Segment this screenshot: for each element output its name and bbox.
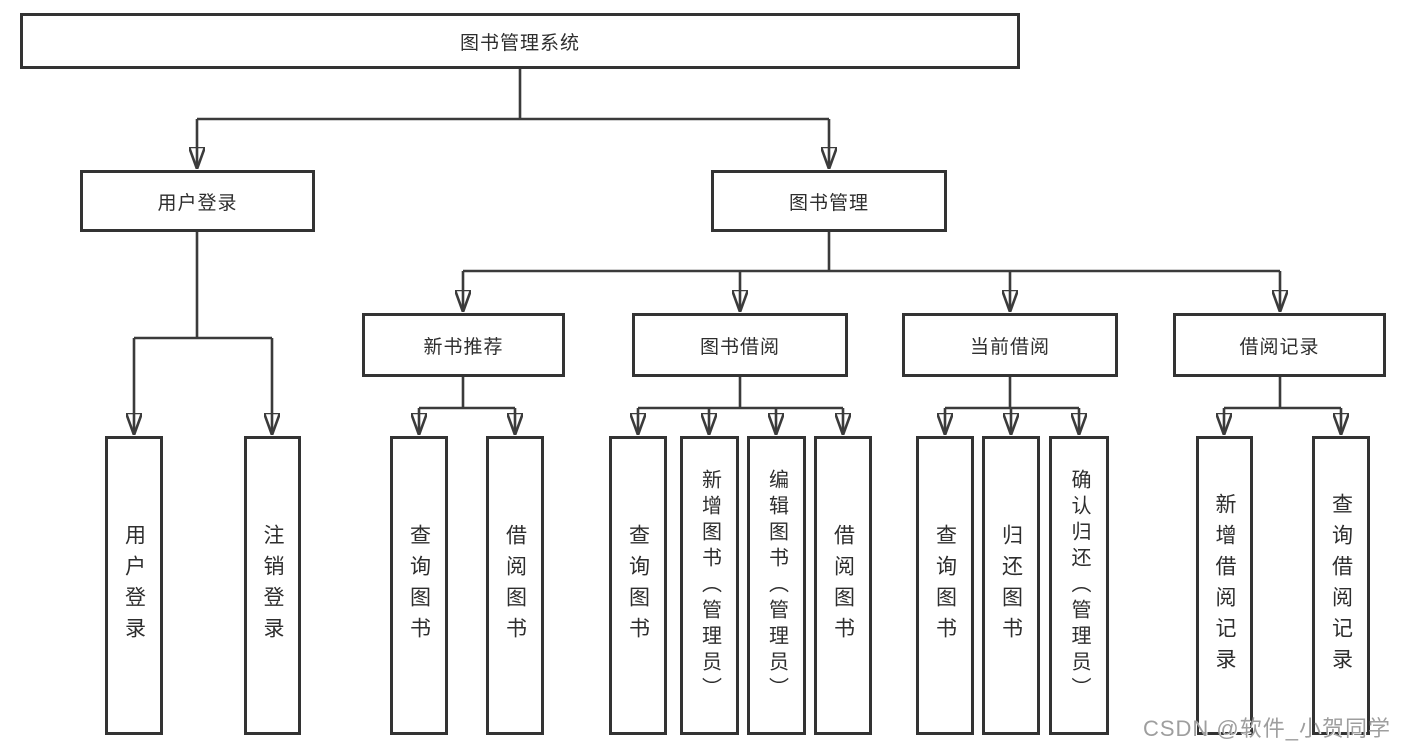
leaf-user-login: 用户登录 — [105, 436, 163, 735]
node-new-book-recommend: 新书推荐 — [362, 313, 565, 377]
leaf-borrow-books: 借阅图书 — [814, 436, 872, 735]
node-book-borrow: 图书借阅 — [632, 313, 848, 377]
leaf-label: 借阅图书 — [503, 523, 527, 648]
node-label: 用户登录 — [157, 192, 238, 214]
leaf-add-borrow-record: 新增借阅记录 — [1196, 436, 1253, 735]
leaf-label: 查询图书 — [626, 523, 650, 648]
leaf-return-books: 归还图书 — [982, 436, 1040, 735]
leaf-query-borrow-record: 查询借阅记录 — [1312, 436, 1370, 735]
leaf-confirm-return-admin: 确认归还（管理员） — [1049, 436, 1109, 735]
leaf-label: 注销登录 — [261, 523, 284, 648]
leaf-label: 借阅图书 — [831, 523, 855, 648]
leaf-label: 查询图书 — [933, 523, 957, 648]
node-label: 新书推荐 — [423, 336, 504, 358]
node-label: 当前借阅 — [969, 336, 1050, 358]
leaf-edit-books-admin: 编辑图书（管理员） — [747, 436, 806, 735]
node-library-system: 图书管理系统 — [20, 13, 1020, 69]
leaf-query-books-borrow: 查询图书 — [609, 436, 667, 735]
leaf-query-books-recommend: 查询图书 — [390, 436, 448, 735]
leaf-label: 确认归还（管理员） — [1068, 468, 1090, 703]
leaf-query-books-current: 查询图书 — [916, 436, 974, 735]
leaf-label: 用户登录 — [122, 523, 146, 648]
leaf-add-books-admin: 新增图书（管理员） — [680, 436, 739, 735]
leaf-label: 新增借阅记录 — [1213, 492, 1236, 679]
node-user-login: 用户登录 — [80, 170, 315, 232]
leaf-label: 新增图书（管理员） — [698, 468, 721, 703]
leaf-label: 查询图书 — [407, 523, 431, 648]
csdn-watermark: CSDN @软件_小贺同学 — [1142, 716, 1391, 741]
node-label: 图书管理 — [788, 192, 869, 214]
node-label: 图书借阅 — [699, 336, 780, 358]
node-current-borrow: 当前借阅 — [902, 313, 1118, 377]
leaf-label: 编辑图书（管理员） — [765, 468, 788, 703]
leaf-borrow-books-recommend: 借阅图书 — [486, 436, 544, 735]
node-borrow-records: 借阅记录 — [1173, 313, 1386, 377]
leaf-logout: 注销登录 — [244, 436, 301, 735]
leaf-label: 查询借阅记录 — [1329, 492, 1353, 679]
node-book-management: 图书管理 — [711, 170, 947, 232]
leaf-label: 归还图书 — [999, 523, 1023, 648]
node-label: 图书管理系统 — [459, 32, 580, 54]
node-label: 借阅记录 — [1239, 336, 1320, 358]
